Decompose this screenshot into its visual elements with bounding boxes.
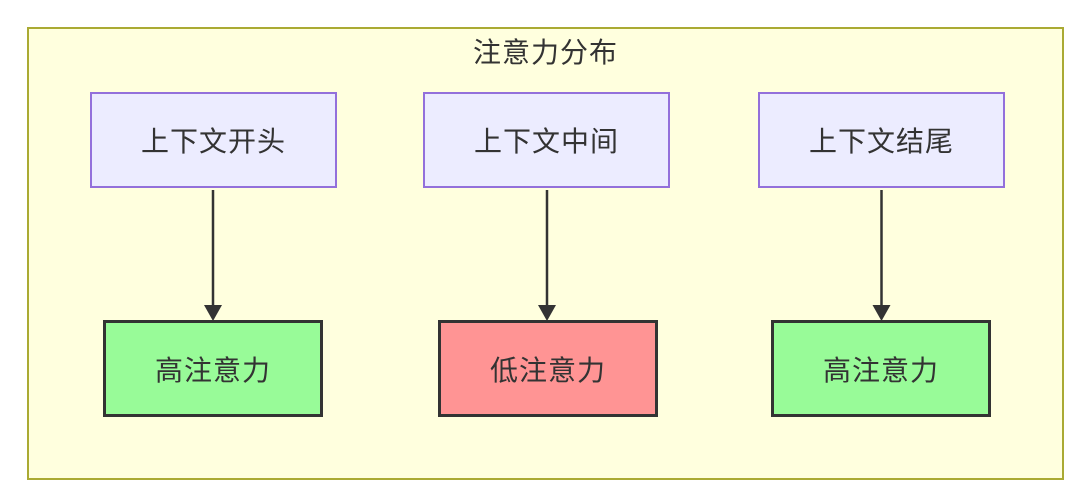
node-context-start: 上下文开头	[90, 92, 337, 188]
node-high-attention-right-label: 高注意力	[822, 354, 939, 386]
node-context-middle-label: 上下文中间	[473, 126, 619, 157]
node-context-middle: 上下文中间	[423, 92, 670, 188]
node-context-end-label: 上下文结尾	[808, 126, 954, 157]
node-high-attention-left-label: 高注意力	[154, 354, 271, 386]
node-high-attention-right: 高注意力	[771, 320, 991, 417]
node-low-attention-middle: 低注意力	[438, 320, 658, 417]
node-context-start-label: 上下文开头	[140, 126, 286, 157]
node-context-end: 上下文结尾	[758, 92, 1005, 188]
cluster-title: 注意力分布	[472, 37, 618, 68]
node-low-attention-middle-label: 低注意力	[489, 354, 606, 386]
node-high-attention-left: 高注意力	[103, 320, 323, 417]
